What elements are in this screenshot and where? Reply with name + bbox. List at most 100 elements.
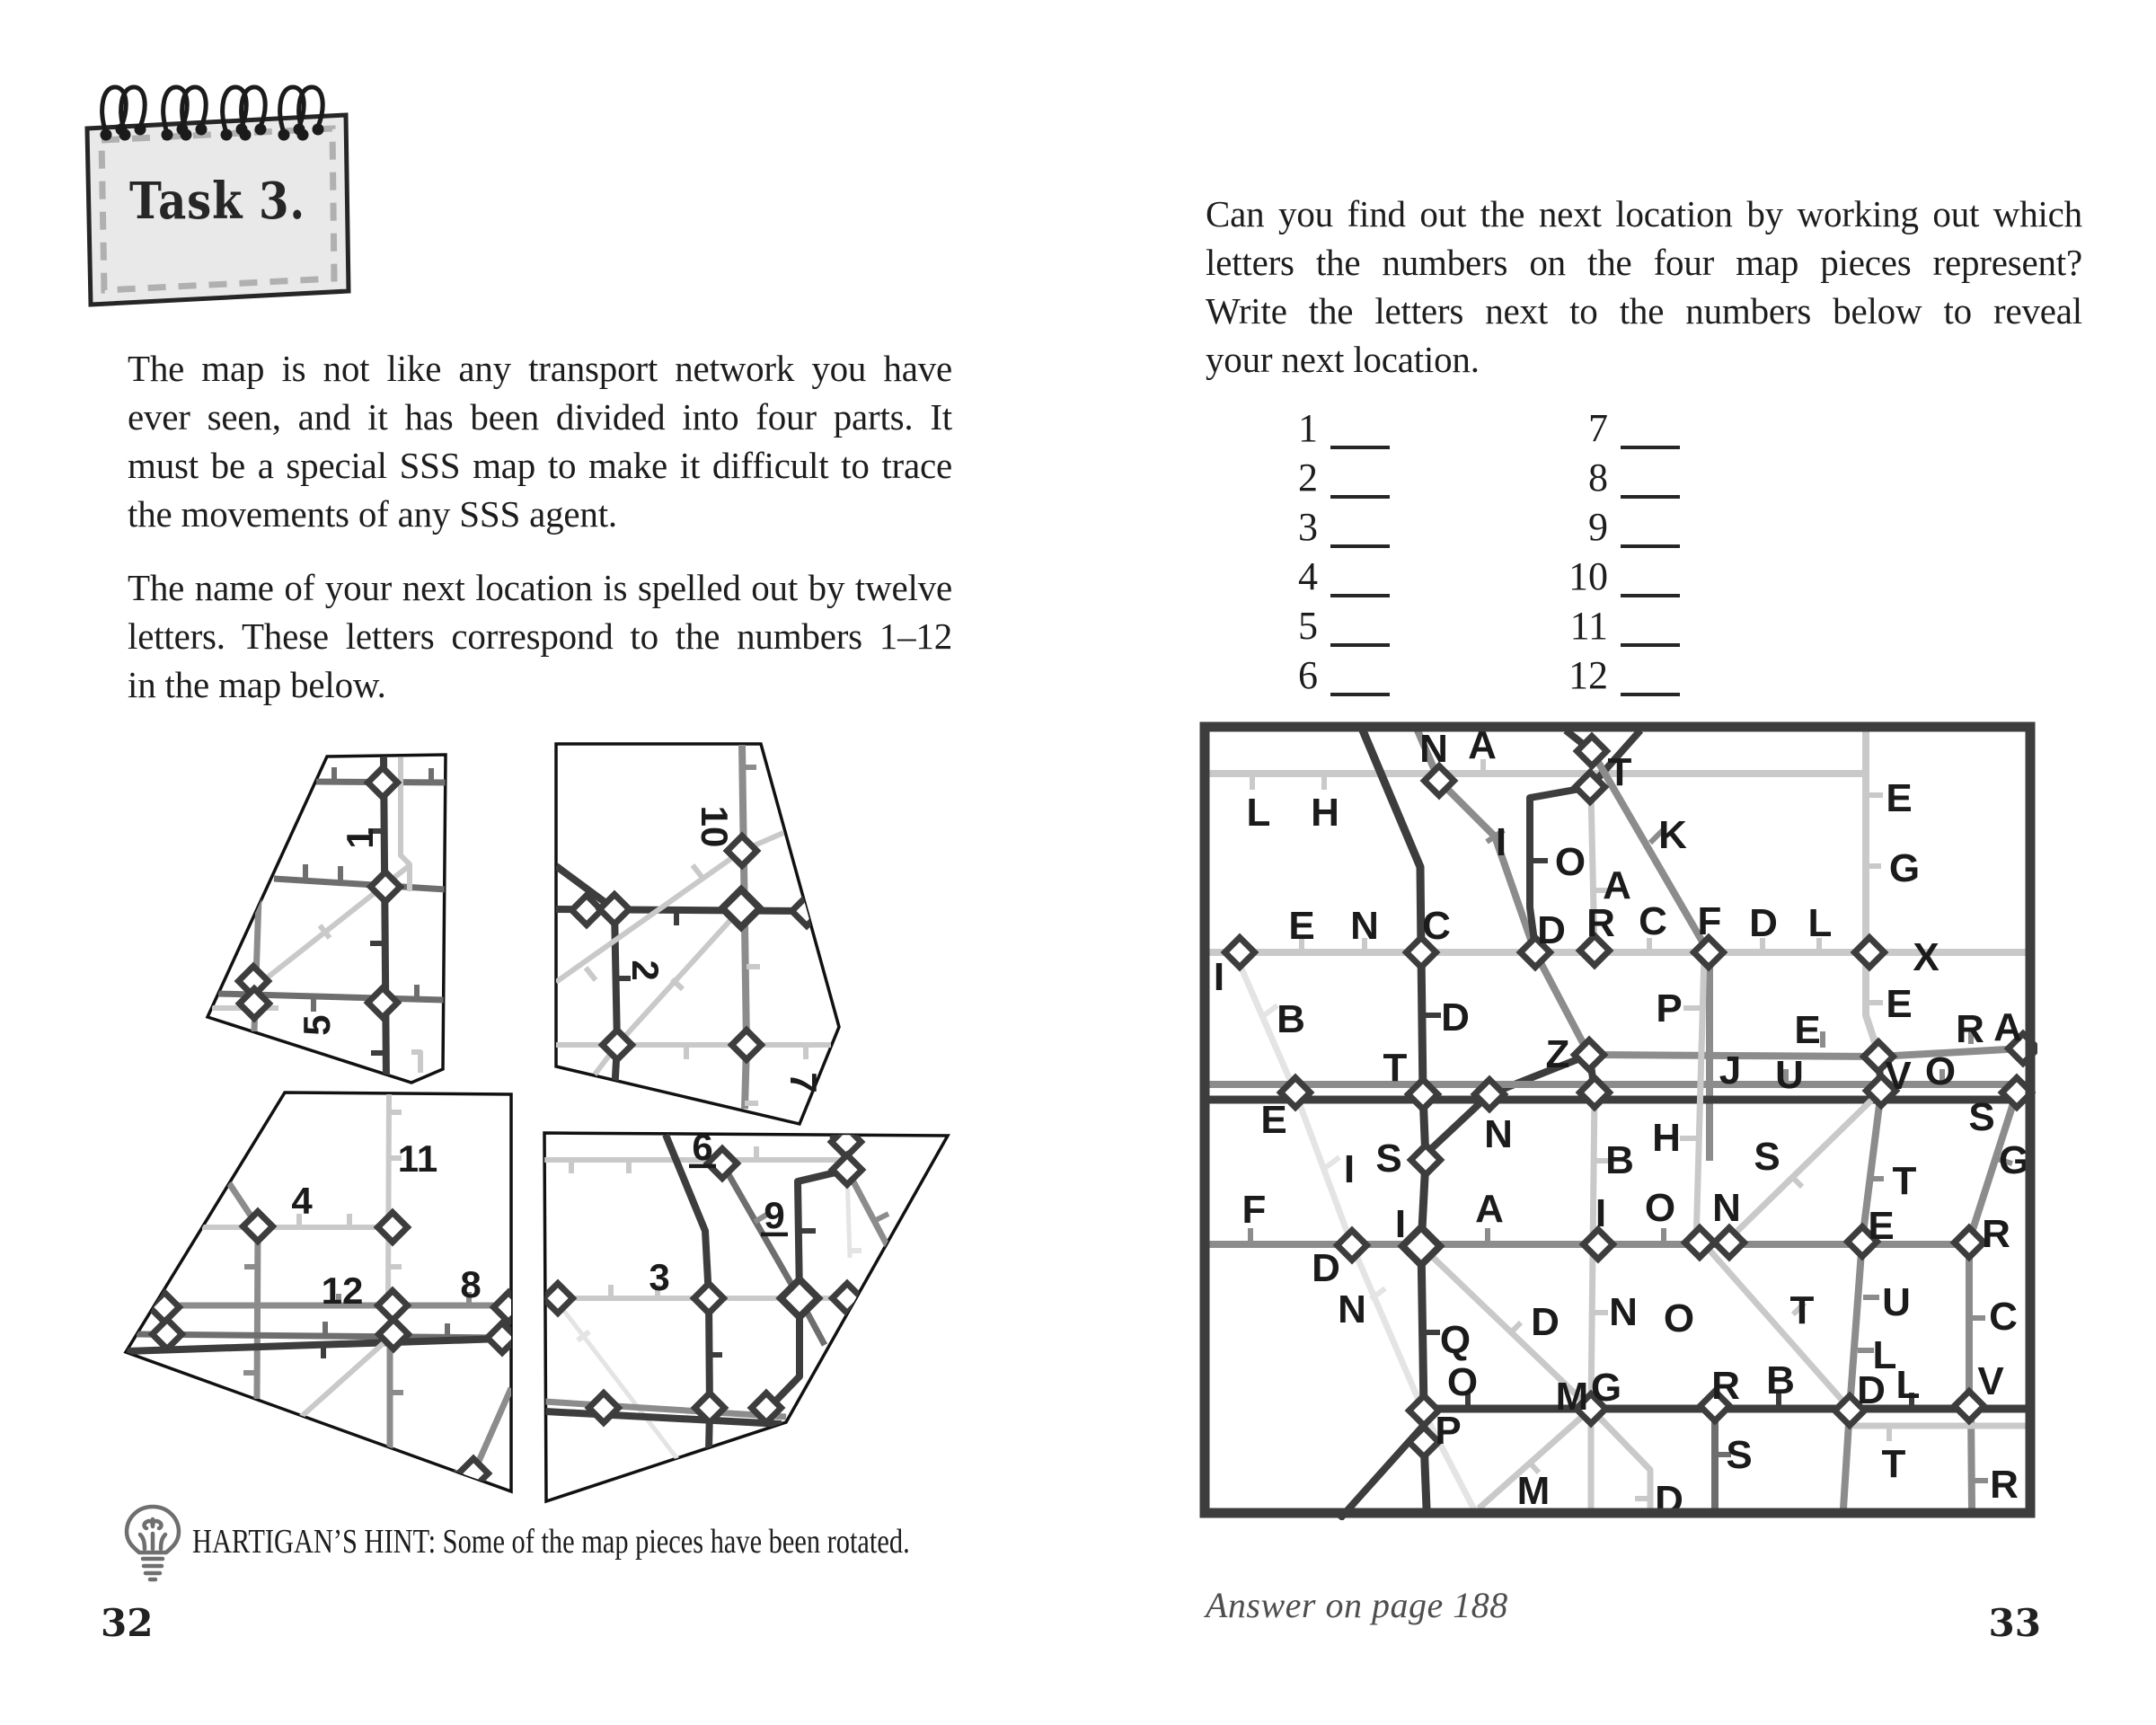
answer-blank-row: 7 — [1538, 403, 1680, 453]
station-diamond — [1575, 1073, 1614, 1112]
station-letter: I — [1496, 820, 1507, 864]
blank-line — [1330, 468, 1390, 499]
station-diamond — [690, 1388, 729, 1428]
spiral-hole — [180, 128, 192, 141]
station-letter: O — [1645, 1186, 1675, 1230]
station-letter: F — [1698, 899, 1722, 943]
station-letter: R — [1956, 1007, 1984, 1051]
route-line — [385, 1093, 392, 1306]
station-tick — [753, 1211, 770, 1225]
page-number-right: 33 — [1988, 1601, 2041, 1645]
station-tick — [1648, 826, 1667, 845]
paragraph-line: Can you find out the next location by wo… — [1206, 193, 2082, 234]
station-diamond — [544, 1278, 578, 1318]
task-notepad: Task 3. — [84, 84, 351, 307]
paragraph-line: letters the numbers on the four map piec… — [1206, 242, 2082, 283]
paragraph-line: The name of your next location is spelle… — [128, 567, 952, 608]
spiral-hole — [134, 123, 146, 136]
notepad-sheet — [84, 112, 351, 307]
blank-line — [1621, 666, 1680, 696]
station-diamond — [234, 984, 274, 1023]
route-line — [126, 1335, 503, 1355]
station-diamond — [597, 1025, 637, 1065]
station-letter: E — [1886, 982, 1912, 1026]
station-diamond — [1689, 933, 1728, 972]
route-line — [1966, 1091, 2020, 1243]
station-diamond — [1578, 1225, 1618, 1264]
route-line — [380, 756, 390, 1083]
station-diamond — [363, 763, 402, 802]
spiral-ring — [119, 84, 147, 136]
blank-number: 11 — [1569, 604, 1608, 648]
station-letter: S — [1375, 1137, 1401, 1181]
station-diamond — [1861, 1071, 1901, 1110]
station-diamond — [827, 1150, 867, 1190]
station-tick — [669, 977, 685, 992]
station-diamond — [722, 831, 762, 871]
station-letter: N — [1350, 904, 1379, 948]
station-letter: N — [1419, 727, 1448, 771]
spiral-ring — [100, 84, 128, 136]
station-tick — [1369, 1286, 1387, 1302]
answer-blank-row: 2 — [1291, 453, 1390, 502]
station-diamond — [1830, 1391, 1869, 1430]
station-letter: H — [1311, 791, 1339, 835]
station-letter: B — [1766, 1358, 1795, 1402]
spiral-hole — [278, 128, 290, 141]
piece-3-outline — [123, 1091, 513, 1494]
spiral-ring — [220, 84, 249, 136]
station-letter: N — [1338, 1287, 1366, 1331]
spiral-hole — [220, 128, 233, 141]
blank-number: 4 — [1298, 554, 1318, 598]
map-piece-4: 693 — [543, 1126, 950, 1504]
paragraph-line: The map is not like any transport networ… — [128, 348, 952, 389]
station-diamond — [1401, 933, 1441, 972]
station-letter: M — [1517, 1469, 1551, 1513]
answer-blank-row: 1 — [1291, 403, 1390, 453]
station-letter: L — [1873, 1333, 1897, 1377]
blank-number: 3 — [1298, 505, 1318, 549]
station-letter: I — [1595, 1191, 1606, 1235]
station-letter: I — [1344, 1147, 1355, 1191]
piece-number: 8 — [460, 1263, 481, 1305]
piece-number: 5 — [296, 1014, 338, 1035]
spiral-ring — [180, 84, 208, 136]
blank-line — [1330, 616, 1390, 647]
route-line — [1587, 792, 1598, 951]
station-letter: U — [1775, 1053, 1804, 1097]
station-letter: Z — [1546, 1032, 1570, 1076]
answer-blank-row: 4 — [1291, 552, 1390, 601]
station-letter: N — [1484, 1112, 1513, 1156]
blank-number: 10 — [1568, 554, 1608, 598]
station-letter: N — [1712, 1186, 1741, 1230]
assembled-map-network — [1209, 727, 2037, 1520]
route-line — [298, 1331, 395, 1420]
station-diamond — [1710, 1223, 1749, 1262]
station-tick — [1261, 1003, 1279, 1019]
blank-number: 1 — [1298, 406, 1318, 450]
spiral-ring — [239, 84, 268, 136]
station-tick — [317, 924, 332, 940]
station-diamond — [1332, 1225, 1372, 1265]
station-diamond — [489, 1287, 511, 1327]
piece-number: 11 — [398, 1137, 437, 1180]
bulb-sparkle — [142, 1517, 163, 1531]
blank-number: 12 — [1568, 653, 1608, 697]
station-diamond — [1406, 1140, 1445, 1180]
piece-number: 4 — [291, 1180, 313, 1222]
spiral-ring — [161, 84, 190, 136]
hint-prefix: HARTIGAN’S HINT: — [192, 1523, 437, 1561]
station-letter: S — [1754, 1135, 1780, 1179]
station-diamond — [147, 1314, 187, 1354]
route-line — [1588, 748, 1712, 955]
spiral-hole — [239, 128, 252, 141]
blank-line — [1621, 518, 1680, 548]
station-diamond — [1949, 1386, 1989, 1426]
station-diamond — [1404, 1422, 1444, 1462]
piece-4-outline — [543, 1131, 950, 1504]
answer-blank-row: 5 — [1291, 601, 1390, 650]
station-letter: R — [1990, 1463, 2019, 1507]
